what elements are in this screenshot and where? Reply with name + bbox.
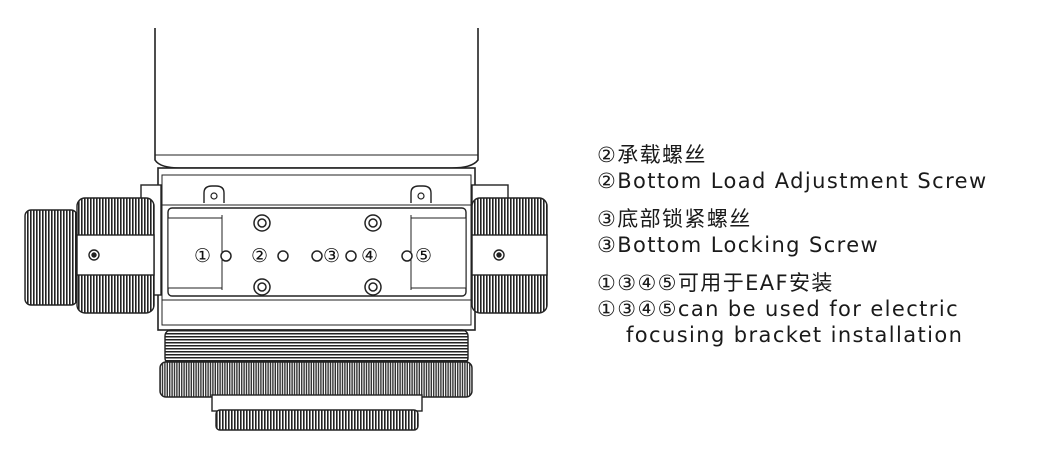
marker-1: ① bbox=[194, 245, 211, 267]
legend-locking-screw-en: ③Bottom Locking Screw bbox=[597, 233, 880, 257]
marker-2: ② bbox=[251, 245, 268, 267]
left-focus-knob bbox=[24, 197, 155, 314]
legend-eaf-zh: ①③④⑤可用于EAF安装 bbox=[597, 271, 834, 295]
marker-3: ③ bbox=[323, 245, 340, 267]
right-focus-knob bbox=[471, 197, 548, 314]
drawtube bbox=[154, 28, 479, 169]
legend-load-screw-en: ②Bottom Load Adjustment Screw bbox=[597, 169, 988, 193]
bottom-rings bbox=[159, 329, 473, 431]
focuser-drawing: ① ② ③ ④ ⑤ bbox=[24, 28, 548, 431]
legend-eaf-en: ①③④⑤can be used for electric bbox=[597, 297, 960, 321]
legend-load-screw-zh: ②承载螺丝 bbox=[597, 143, 707, 167]
legend-eaf-en-cont: focusing bracket installation bbox=[626, 323, 964, 347]
marker-4: ④ bbox=[361, 245, 378, 267]
legend: ②承载螺丝 ②Bottom Load Adjustment Screw ③底部锁… bbox=[597, 142, 1037, 348]
marker-5: ⑤ bbox=[415, 245, 432, 267]
screw-holes bbox=[220, 214, 413, 296]
legend-locking-screw-zh: ③底部锁紧螺丝 bbox=[597, 207, 752, 231]
